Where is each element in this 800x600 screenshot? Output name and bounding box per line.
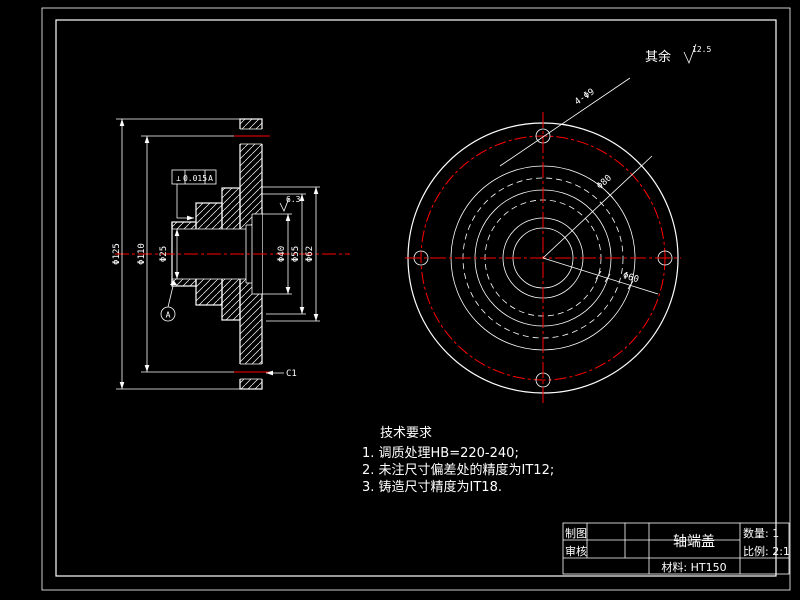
- datum-balloon: A: [160, 280, 177, 322]
- dim-recess-2-text: Φ55: [291, 246, 301, 262]
- checker-label: 审核: [565, 544, 587, 558]
- roughness-value: 6.3: [286, 195, 301, 204]
- dim-recess-3: Φ62: [262, 186, 320, 322]
- dim-flange-od-text: Φ125: [112, 243, 122, 265]
- tech-requirements-title: 技术要求: [380, 426, 432, 441]
- datum-triangle-icon: [170, 280, 177, 285]
- circular-view: 4-Φ9 Φ80 Φ60: [405, 77, 681, 404]
- gdt-leader: [176, 184, 194, 221]
- surface-roughness-callout: 6.3: [279, 195, 301, 212]
- dim-recess-1: Φ40: [262, 213, 292, 295]
- dim-bolt-circle: Φ110: [137, 135, 234, 373]
- part-name: 轴端盖: [673, 534, 715, 550]
- leader-boss-diameter: Φ80: [542, 155, 653, 259]
- sheet-border: [41, 7, 791, 591]
- tech-requirement-1: 1. 调质处理HB=220-240;: [362, 446, 519, 461]
- roughness-check-icon: [683, 43, 697, 65]
- outer-frame: [41, 7, 791, 591]
- gdt-symbol: ⊥: [176, 174, 181, 183]
- boss-diameter-label: Φ80: [595, 173, 614, 191]
- holes-label: 4-Φ9: [573, 87, 597, 107]
- chamfer-callout: C1: [266, 369, 297, 379]
- dim-bolt-circle-text: Φ110: [137, 243, 147, 265]
- dim-flange-od: Φ125: [112, 118, 240, 390]
- dim-recess-1-text: Φ40: [277, 246, 287, 262]
- datum-letter: A: [166, 311, 171, 320]
- general-roughness-note: 其余 12.5: [645, 43, 711, 65]
- tech-requirement-2: 2. 未注尺寸偏差处的精度为IT12;: [362, 462, 554, 478]
- section-view: Φ125 Φ110 Φ25 A ⊥ 0.015 A: [112, 118, 350, 390]
- tech-requirement-3: 3. 铸造尺寸精度为IT18.: [362, 479, 502, 495]
- drafter-label: 制图: [565, 527, 587, 540]
- tech-requirements: 技术要求 1. 调质处理HB=220-240; 2. 未注尺寸偏差处的精度为IT…: [362, 426, 554, 495]
- gdt-tolerance: 0.015: [183, 174, 207, 183]
- inner-frame: [55, 19, 777, 577]
- general-roughness-value: 12.5: [692, 45, 711, 54]
- scale-label: 比例: 2:1: [743, 544, 790, 558]
- dim-bore: Φ25: [159, 229, 180, 279]
- recess-diameter-label: Φ60: [621, 271, 639, 285]
- dim-recess-3-text: Φ62: [305, 246, 315, 262]
- chamfer-text: C1: [286, 369, 297, 379]
- gdt-frame: ⊥ 0.015 A: [171, 169, 217, 221]
- roughness-check-icon: [279, 197, 290, 212]
- general-note-prefix: 其余: [645, 49, 671, 65]
- title-block: 制图 审核 轴端盖 数量: 1 比例: 2:1 材料: HT150: [562, 522, 790, 575]
- material-label: 材料: HT150: [661, 560, 726, 574]
- dim-recess-2: Φ55: [262, 193, 306, 315]
- gdt-datum-ref: A: [208, 174, 213, 183]
- leader-recess-diameter: Φ60: [542, 257, 659, 295]
- flange-bolt-holes: [234, 128, 270, 380]
- dim-bore-text: Φ25: [159, 246, 169, 262]
- leader-holes: 4-Φ9: [499, 77, 631, 167]
- quantity-label: 数量: 1: [743, 527, 779, 540]
